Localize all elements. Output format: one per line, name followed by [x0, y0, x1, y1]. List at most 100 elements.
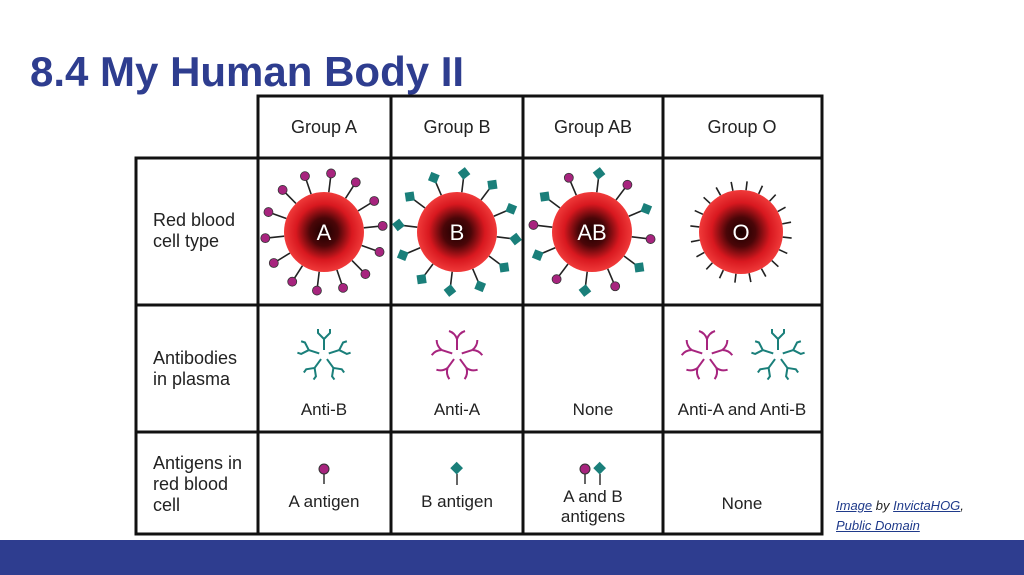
antigen-stalk	[705, 262, 714, 270]
anti-a-antibodies-group-b	[430, 330, 484, 380]
antigen-a-marker	[528, 220, 539, 230]
antibody-label-ab: None	[573, 400, 614, 419]
row-label-antigens-1: Antigens in	[153, 453, 242, 473]
cell-group-ab: AB	[528, 167, 656, 297]
row-label-antibodies-2: in plasma	[153, 369, 231, 389]
antibody-icon	[436, 358, 455, 380]
antigen-a-marker	[287, 276, 298, 287]
antigen-a-marker	[360, 269, 371, 279]
antibody-icon	[709, 358, 728, 380]
antigen-a-marker	[263, 207, 274, 217]
antigen-a-marker	[622, 179, 633, 190]
license-link[interactable]: Public Domain	[836, 518, 920, 533]
antibody-icon	[303, 358, 322, 381]
header-group-b: Group B	[423, 117, 490, 137]
anti-a-antibodies-group-o	[680, 330, 734, 380]
antigen-b-marker	[457, 167, 471, 180]
antigen-stalk	[771, 259, 779, 268]
blood-type-table: Group A Group B Group AB Group O Red blo…	[134, 94, 824, 536]
antibody-icon	[326, 358, 345, 381]
antigen-stalk	[757, 185, 764, 195]
footer-bar	[0, 540, 1024, 575]
antibody-icon	[771, 329, 785, 350]
antigen-stalk	[768, 194, 777, 202]
antigen-stalk	[703, 196, 711, 205]
antigen-a-marker	[268, 258, 279, 268]
antibody-icon	[680, 339, 703, 356]
antigen-label-ab-2: antigens	[561, 507, 625, 526]
antigen-a-marker	[350, 177, 361, 188]
antigen-stalk	[782, 221, 792, 225]
antigen-stalk	[696, 251, 705, 258]
credit-by: by	[872, 498, 894, 513]
author-link[interactable]: InvictaHOG	[893, 498, 961, 513]
antigen-a-marker	[338, 282, 348, 293]
antibody-icon	[448, 330, 466, 350]
antigen-b-marker	[443, 284, 457, 297]
header-group-o: Group O	[707, 117, 776, 137]
antibody-label-o: Anti-A and Anti-B	[678, 400, 807, 419]
cell-letter: B	[450, 220, 465, 245]
antibody-icon	[757, 358, 776, 381]
antigen-a-marker	[374, 247, 385, 257]
antigen-stalk	[690, 239, 700, 243]
image-link[interactable]: Image	[836, 498, 873, 513]
antibodies	[297, 329, 805, 381]
antigen-b-marker	[416, 274, 427, 285]
anti-b-antibodies-group-o	[751, 329, 805, 381]
red-blood-cell	[552, 192, 632, 272]
cell-letter: A	[317, 220, 332, 245]
antigen-a-marker	[551, 274, 562, 285]
antigen-b-marker	[640, 202, 653, 215]
cell-letter: AB	[577, 220, 606, 245]
antigen-b-marker	[578, 284, 592, 297]
antibody-icon	[430, 339, 453, 356]
antigen-stalk	[777, 206, 786, 213]
image-credit: Image by InvictaHOG, Public Domain	[836, 496, 1016, 536]
antigen-stalk	[690, 225, 700, 228]
antigen-ab-icon	[579, 461, 607, 485]
credit-comma: ,	[960, 498, 964, 513]
antigen-stalk	[782, 236, 792, 239]
antigen-b-marker	[505, 202, 518, 215]
antigen-label-o: None	[722, 494, 763, 513]
antigen-stalk	[778, 248, 788, 255]
red-blood-cell	[284, 192, 364, 272]
red-blood-cell	[699, 190, 783, 274]
antibody-icon	[698, 330, 716, 350]
antibody-icon	[782, 340, 805, 355]
antibody-icon	[711, 339, 734, 356]
row-label-antigens-3: cell	[153, 495, 180, 515]
header-group-ab: Group AB	[554, 117, 632, 137]
antigen-b-marker	[539, 191, 550, 202]
antigen-a-icon	[318, 463, 330, 484]
antibody-icon	[751, 340, 774, 355]
antigen-stalk	[730, 181, 734, 191]
antigen-a-marker	[277, 185, 288, 195]
antigen-b-marker	[396, 249, 409, 262]
antigen-b-icon	[450, 461, 464, 485]
antigen-label-ab-1: A and B	[563, 487, 623, 506]
antibody-icon	[686, 358, 705, 380]
antigen-stalk	[694, 209, 704, 216]
antibody-icon	[297, 340, 320, 355]
antigen-a-marker	[377, 220, 388, 231]
antigen-b-marker	[509, 232, 522, 246]
antigen-stalk	[745, 181, 748, 191]
antigen-b-marker	[592, 167, 606, 180]
antigen-a-marker	[260, 233, 271, 244]
cell-group-a: A	[260, 168, 388, 296]
cell-group-o: O	[690, 181, 792, 283]
antibody-icon	[461, 339, 484, 356]
antigen-b-marker	[634, 262, 645, 273]
slide-title: 8.4 My Human Body II	[30, 48, 465, 95]
antigen-stalk	[715, 187, 722, 196]
row-label-antibodies-1: Antibodies	[153, 348, 237, 368]
antibody-icon	[317, 329, 331, 350]
row-label-rbc-2: cell type	[153, 231, 219, 251]
antibody-icon	[459, 358, 478, 380]
cell-group-b: B	[392, 167, 522, 297]
antigen-a-marker	[326, 168, 336, 179]
table-grid	[134, 94, 824, 536]
